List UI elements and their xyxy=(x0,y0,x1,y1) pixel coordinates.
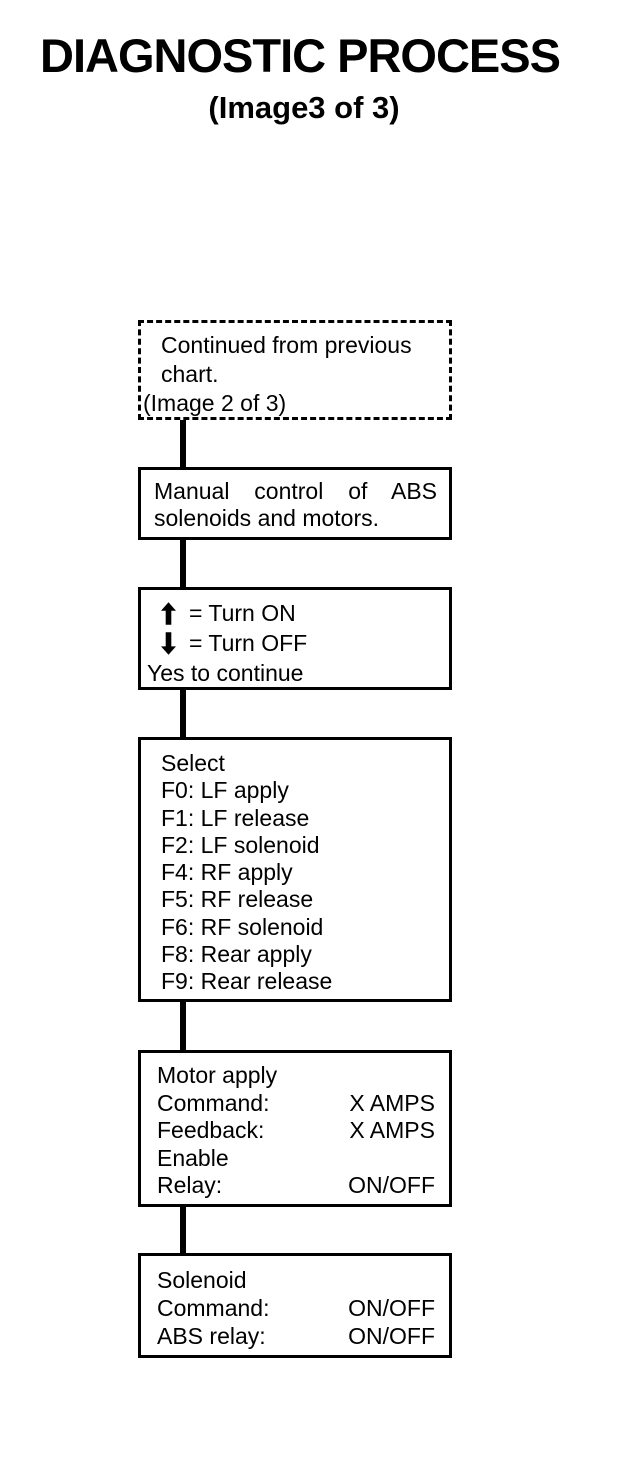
flow-connector xyxy=(180,1002,186,1050)
flow-box-solenoid: Solenoid Command: ON/OFF ABS relay: ON/O… xyxy=(138,1253,452,1358)
select-option: F2: LF solenoid xyxy=(161,831,320,858)
flow-box-motor-apply: Motor apply Command: X AMPS Feedback: X … xyxy=(138,1050,452,1207)
flow-connector xyxy=(180,540,186,587)
box-text-line: Manual control of ABS xyxy=(154,478,437,504)
flow-box-select-menu: Select F0: LF apply F1: LF release F2: L… xyxy=(138,737,452,1002)
flow-connector xyxy=(180,690,186,737)
up-arrow-icon xyxy=(161,601,176,625)
status-row: ABS relay: ON/OFF xyxy=(157,1322,435,1350)
status-value: X AMPS xyxy=(349,1117,435,1144)
box-text-line: chart. xyxy=(161,361,219,387)
select-option: F0: LF apply xyxy=(161,777,289,804)
motor-apply-title: Motor apply xyxy=(157,1062,278,1088)
status-value: ON/OFF xyxy=(348,1323,435,1349)
box-text-line: Continued from previous xyxy=(161,332,412,358)
turn-on-row: = Turn ON xyxy=(161,598,441,628)
box-text-line: (Image 2 of 3) xyxy=(143,390,287,416)
flow-connector xyxy=(180,420,186,467)
status-row: Command: ON/OFF xyxy=(157,1294,435,1322)
status-row: Command: X AMPS xyxy=(157,1090,435,1118)
page-title: DIAGNOSTIC PROCESS xyxy=(40,29,561,82)
status-label: ABS relay: xyxy=(157,1323,266,1349)
status-value: X AMPS xyxy=(349,1089,435,1116)
select-title: Select xyxy=(161,750,225,776)
flow-box-key-instructions: = Turn ON = Turn OFF Yes to continue xyxy=(138,587,452,690)
status-label: Enable xyxy=(157,1144,229,1171)
turn-on-label: = Turn ON xyxy=(189,600,296,626)
flow-connector xyxy=(180,1207,186,1253)
status-label: Feedback: xyxy=(157,1117,265,1144)
status-label: Command: xyxy=(157,1089,270,1116)
continue-label: Yes to continue xyxy=(147,660,304,686)
select-option: F5: RF release xyxy=(161,886,314,913)
status-label: Relay: xyxy=(157,1172,223,1199)
select-option: F1: LF release xyxy=(161,804,310,831)
turn-off-row: = Turn OFF xyxy=(161,628,441,658)
select-option: F9: Rear release xyxy=(161,968,333,995)
turn-off-label: = Turn OFF xyxy=(189,630,308,656)
flow-box-manual-control: Manual control of ABS solenoids and moto… xyxy=(138,467,452,540)
box-text-line: solenoids and motors. xyxy=(154,505,380,531)
solenoid-title: Solenoid xyxy=(157,1267,247,1293)
page-subtitle: (Image3 of 3) xyxy=(208,90,400,125)
status-row: Enable xyxy=(157,1145,435,1173)
flowchart: Continued from previous chart. (Image 2 … xyxy=(138,320,452,1358)
down-arrow-icon xyxy=(161,631,176,655)
status-row: Feedback: X AMPS xyxy=(157,1117,435,1145)
select-option: F8: Rear apply xyxy=(161,941,312,968)
select-option: F6: RF solenoid xyxy=(161,913,324,940)
status-value: ON/OFF xyxy=(348,1172,435,1199)
status-row: Relay: ON/OFF xyxy=(157,1172,435,1200)
flow-box-continued: Continued from previous chart. (Image 2 … xyxy=(138,320,452,420)
status-label: Command: xyxy=(157,1295,270,1321)
status-value: ON/OFF xyxy=(348,1295,435,1321)
select-option: F4: RF apply xyxy=(161,859,293,886)
